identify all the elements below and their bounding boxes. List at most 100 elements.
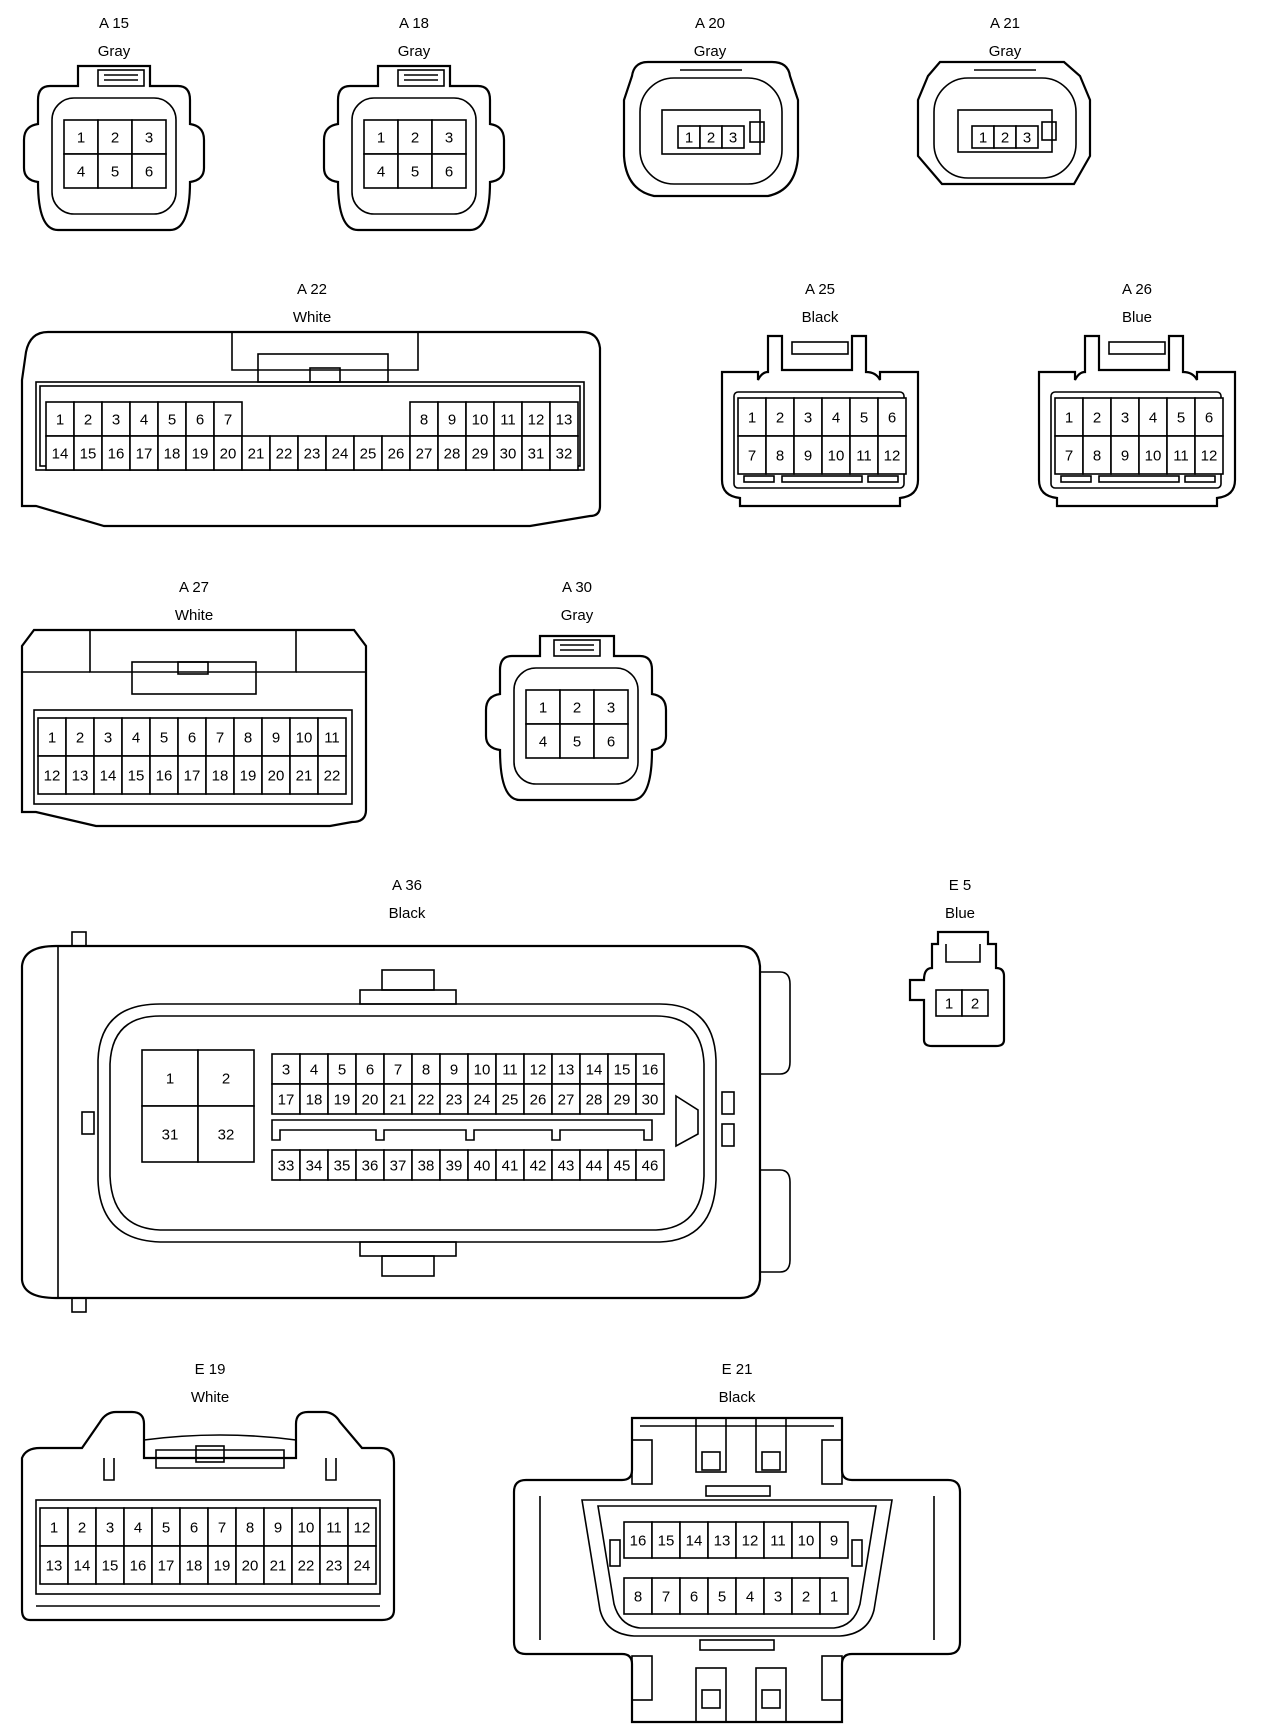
pin-number: 7 xyxy=(224,412,232,429)
pin-cavity xyxy=(157,435,187,471)
pin-cavity xyxy=(551,1083,581,1115)
pin-number: 16 xyxy=(630,1533,647,1550)
pin-cavity xyxy=(1138,397,1168,437)
pin-number: 5 xyxy=(168,412,176,429)
pin-cavity xyxy=(123,1545,153,1585)
pin-number: 17 xyxy=(184,768,201,785)
pin-number: 36 xyxy=(362,1158,379,1175)
connector-a26-shell xyxy=(1037,334,1237,508)
pin-cavity xyxy=(179,1545,209,1585)
pin-cavity xyxy=(73,401,103,437)
pin-number: 22 xyxy=(418,1092,435,1109)
connector-code: A 21 xyxy=(990,15,1020,32)
pin-number: 12 xyxy=(884,448,901,465)
pin-number: 46 xyxy=(642,1158,659,1175)
pin-number: 5 xyxy=(160,730,168,747)
pin-number: 1 xyxy=(56,412,64,429)
pin-cavity xyxy=(67,1507,97,1547)
pin-number: 14 xyxy=(586,1062,603,1079)
pin-number: 13 xyxy=(558,1062,575,1079)
pin-cavity xyxy=(707,1577,737,1615)
pin-number: 18 xyxy=(306,1092,323,1109)
pin-cavity xyxy=(623,1521,653,1559)
pin-cavity xyxy=(65,755,95,795)
pin-cavity xyxy=(291,1545,321,1585)
pin-number: 5 xyxy=(162,1520,170,1537)
pin-number: 6 xyxy=(366,1062,374,1079)
pin-cavity xyxy=(317,755,347,795)
pin-number: 4 xyxy=(77,164,85,181)
pin-cavity xyxy=(623,1577,653,1615)
pin-cavity xyxy=(37,755,67,795)
pin-number: 4 xyxy=(310,1062,318,1079)
pin-cavity xyxy=(579,1149,609,1181)
pin-number: 14 xyxy=(74,1558,91,1575)
connector-color: Black xyxy=(389,905,426,922)
pin-cavity xyxy=(269,435,299,471)
pin-cavity xyxy=(821,397,851,437)
pin-cavity xyxy=(495,1149,525,1181)
pin-number: 6 xyxy=(145,164,153,181)
pin-number: 16 xyxy=(130,1558,147,1575)
pin-number: 3 xyxy=(774,1589,782,1606)
pin-number: 4 xyxy=(539,734,547,751)
pin-number: 3 xyxy=(1023,130,1031,147)
connector-color: White xyxy=(293,309,331,326)
pin-cavity xyxy=(735,1577,765,1615)
pin-number: 13 xyxy=(46,1558,63,1575)
pin-number: 1 xyxy=(166,1071,174,1088)
pin-number: 26 xyxy=(530,1092,547,1109)
pin-number: 2 xyxy=(1001,130,1009,147)
pin-number: 3 xyxy=(804,410,812,427)
pin-cavity xyxy=(549,435,579,471)
pin-number: 5 xyxy=(1177,410,1185,427)
pin-number: 27 xyxy=(416,446,433,463)
connector-code: E 5 xyxy=(949,877,972,894)
pin-cavity xyxy=(299,1083,329,1115)
pin-number: 1 xyxy=(377,130,385,147)
pin-number: 11 xyxy=(502,1062,518,1079)
pin-number: 22 xyxy=(324,768,341,785)
connector-code: A 25 xyxy=(805,281,835,298)
pin-number: 31 xyxy=(162,1127,179,1144)
pin-number: 33 xyxy=(278,1158,295,1175)
pin-cavity xyxy=(141,1105,199,1163)
pin-cavity xyxy=(347,1545,377,1585)
pin-number: 21 xyxy=(296,768,313,785)
connector-color: Blue xyxy=(945,905,975,922)
pin-cavity xyxy=(1166,397,1196,437)
connector-a30-shell xyxy=(484,634,668,802)
pin-number: 2 xyxy=(776,410,784,427)
pin-cavity xyxy=(67,1545,97,1585)
pin-number: 42 xyxy=(530,1158,547,1175)
pin-cavity xyxy=(353,435,383,471)
pin-cavity xyxy=(737,397,767,437)
pin-number: 17 xyxy=(278,1092,295,1109)
pin-cavity xyxy=(819,1521,849,1559)
pin-number: 1 xyxy=(830,1589,838,1606)
pin-number: 11 xyxy=(326,1520,342,1537)
pin-cavity xyxy=(123,1507,153,1547)
pin-number: 4 xyxy=(377,164,385,181)
pin-cavity xyxy=(467,1149,497,1181)
pin-number: 16 xyxy=(642,1062,659,1079)
pin-cavity xyxy=(437,435,467,471)
pin-number: 2 xyxy=(78,1520,86,1537)
pin-number: 30 xyxy=(500,446,517,463)
pin-cavity xyxy=(207,1545,237,1585)
pin-number: 12 xyxy=(742,1533,759,1550)
pin-number: 3 xyxy=(112,412,120,429)
pin-cavity xyxy=(679,1577,709,1615)
pin-number: 13 xyxy=(556,412,573,429)
pin-cavity xyxy=(679,1521,709,1559)
pin-cavity xyxy=(157,401,187,437)
pin-number: 28 xyxy=(586,1092,603,1109)
pin-cavity xyxy=(1015,125,1039,149)
pin-number: 11 xyxy=(770,1533,786,1550)
pin-number: 15 xyxy=(102,1558,119,1575)
pin-number: 1 xyxy=(748,410,756,427)
connector-a20-window xyxy=(661,109,761,155)
pin-cavity xyxy=(935,989,963,1017)
